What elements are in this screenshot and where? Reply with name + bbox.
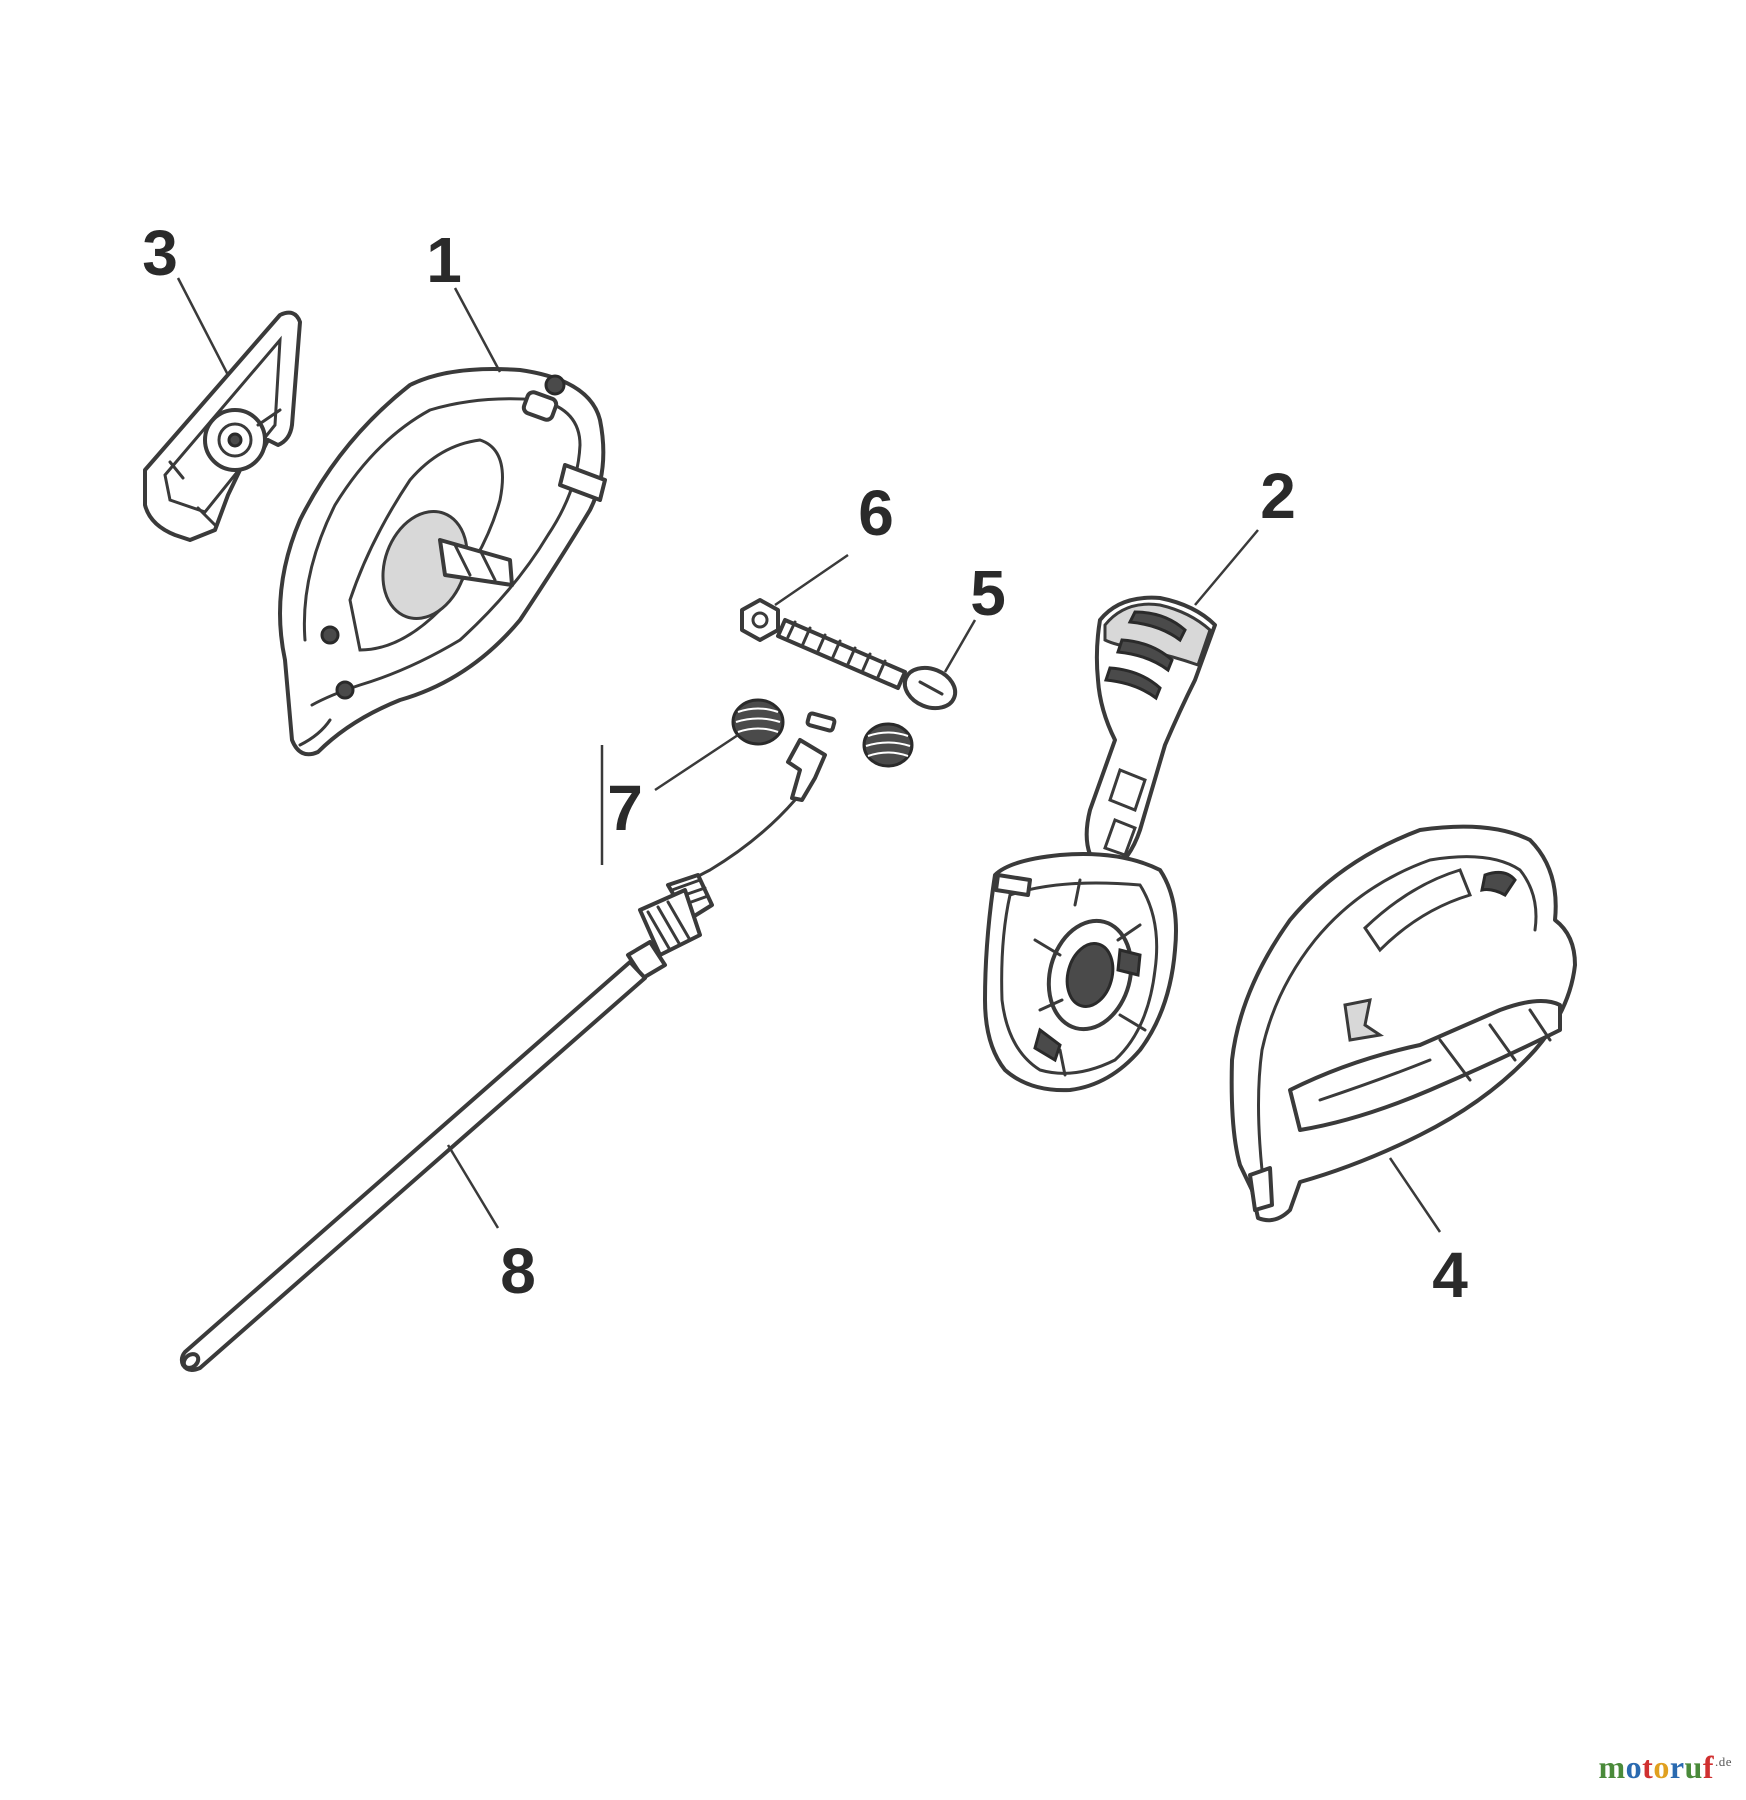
part-6-hex-nut — [740, 598, 780, 642]
callout-4: 4 — [1432, 1239, 1468, 1311]
watermark-letter: o — [1653, 1749, 1670, 1785]
part-2-lever — [983, 595, 1217, 1093]
callout-2: 2 — [1260, 460, 1296, 532]
callout-6: 6 — [858, 477, 894, 549]
watermark-letter: t — [1642, 1749, 1654, 1785]
callout-1: 1 — [426, 224, 462, 296]
part-8-cable — [179, 738, 827, 1372]
watermark-letter: m — [1598, 1749, 1626, 1785]
watermark-letter: r — [1669, 1749, 1685, 1785]
leader-line-1 — [453, 287, 502, 373]
callout-7: 7 — [607, 772, 643, 844]
callout-8: 8 — [500, 1235, 536, 1307]
leader-line-7 — [654, 733, 739, 792]
watermark-logo: motoruf.de — [1599, 1749, 1733, 1786]
leader-line-5 — [943, 619, 977, 673]
leader-line-3 — [176, 277, 230, 376]
watermark-letter: u — [1684, 1749, 1703, 1785]
leader-line-6 — [774, 553, 849, 607]
part-1-left-housing — [278, 367, 607, 757]
leader-line-4 — [1388, 1157, 1442, 1233]
watermark-letter: o — [1625, 1749, 1643, 1785]
watermark-letter: f — [1702, 1749, 1714, 1785]
part-7-springs — [731, 698, 914, 768]
part-4-right-housing — [1229, 824, 1577, 1223]
callout-3: 3 — [142, 217, 178, 289]
leader-line-8 — [446, 1144, 500, 1229]
watermark-tld: .de — [1714, 1754, 1732, 1770]
part-5-screw — [776, 618, 958, 711]
part-3-cover-plate — [143, 310, 302, 542]
callout-5: 5 — [970, 557, 1006, 629]
leader-line-2 — [1194, 529, 1259, 606]
watermark-letters: motoruf — [1599, 1749, 1714, 1785]
